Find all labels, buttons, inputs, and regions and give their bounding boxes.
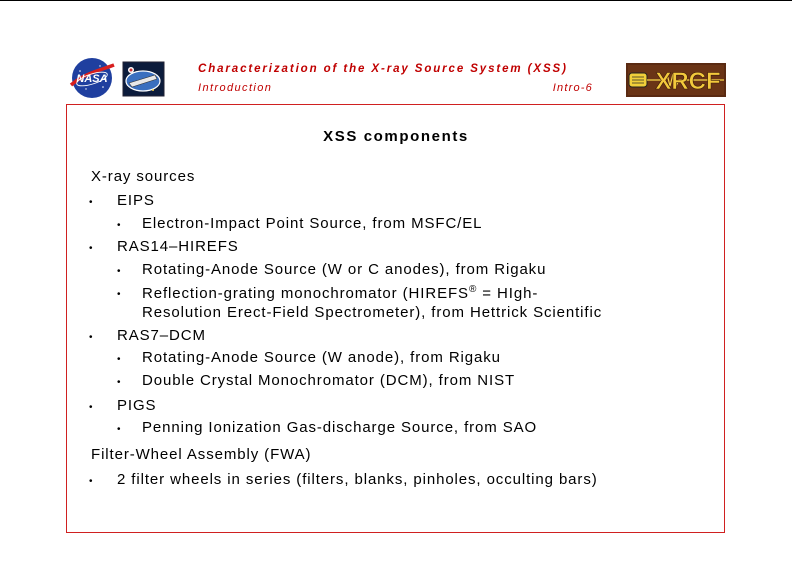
- bullet-marker: •: [89, 402, 93, 413]
- list-item-dcm: Double Crystal Monochromator (DCM), from…: [142, 372, 516, 389]
- heading-filter-wheel-assembly: Filter-Wheel Assembly (FWA): [91, 446, 312, 463]
- xrcf-logo: XRCF: [626, 63, 726, 97]
- list-item-ras7-anode: Rotating-Anode Source (W anode), from Ri…: [142, 349, 501, 366]
- bullet-marker: •: [117, 289, 121, 300]
- bullet-marker: •: [117, 354, 121, 365]
- nasa-logo: NASA: [69, 58, 115, 98]
- list-item-eips-detail: Electron-Impact Point Source, from MSFC/…: [142, 215, 483, 232]
- list-item-eips: EIPS: [117, 192, 155, 209]
- svg-text:NASA: NASA: [76, 73, 107, 85]
- list-item-ras14-anode: Rotating-Anode Source (W or C anodes), f…: [142, 261, 547, 278]
- list-item-pigs: PIGS: [117, 397, 157, 414]
- header-title: Characterization of the X-ray Source Sys…: [198, 63, 568, 75]
- list-item-ras7-dcm: RAS7–DCM: [117, 327, 206, 344]
- page-number: Intro-6: [552, 82, 593, 94]
- bullet-marker: •: [117, 266, 121, 277]
- bullet-marker: •: [89, 197, 93, 208]
- list-item-filter-wheels: 2 filter wheels in series (filters, blan…: [117, 471, 598, 488]
- hirefs-text-after: = HIgh-: [477, 285, 539, 302]
- list-item-ras14-hirefs: RAS14–HIREFS: [117, 238, 239, 255]
- bullet-marker: •: [89, 476, 93, 487]
- bullet-marker: •: [89, 332, 93, 343]
- bullet-marker: •: [117, 424, 121, 435]
- registered-mark: ®: [468, 284, 478, 295]
- slide-frame: [66, 104, 725, 533]
- list-item-hirefs-monochromator: Reflection-grating monochromator (HIREFS…: [142, 284, 538, 302]
- list-item-pigs-detail: Penning Ionization Gas-discharge Source,…: [142, 419, 538, 436]
- bullet-marker: •: [117, 220, 121, 231]
- header-section: Introduction: [198, 82, 273, 94]
- list-item-hirefs-continuation: Resolution Erect-Field Spectrometer), fr…: [142, 304, 603, 321]
- slide-title: XSS components: [323, 128, 469, 145]
- svg-text:XRCF: XRCF: [655, 68, 720, 95]
- heading-x-ray-sources: X-ray sources: [91, 168, 196, 185]
- bullet-marker: •: [117, 377, 121, 388]
- bullet-marker: •: [89, 243, 93, 254]
- hirefs-text: Reflection-grating monochromator (HIREFS: [142, 285, 469, 302]
- top-rule: [0, 0, 792, 1]
- mission-patch-logo: [122, 61, 165, 97]
